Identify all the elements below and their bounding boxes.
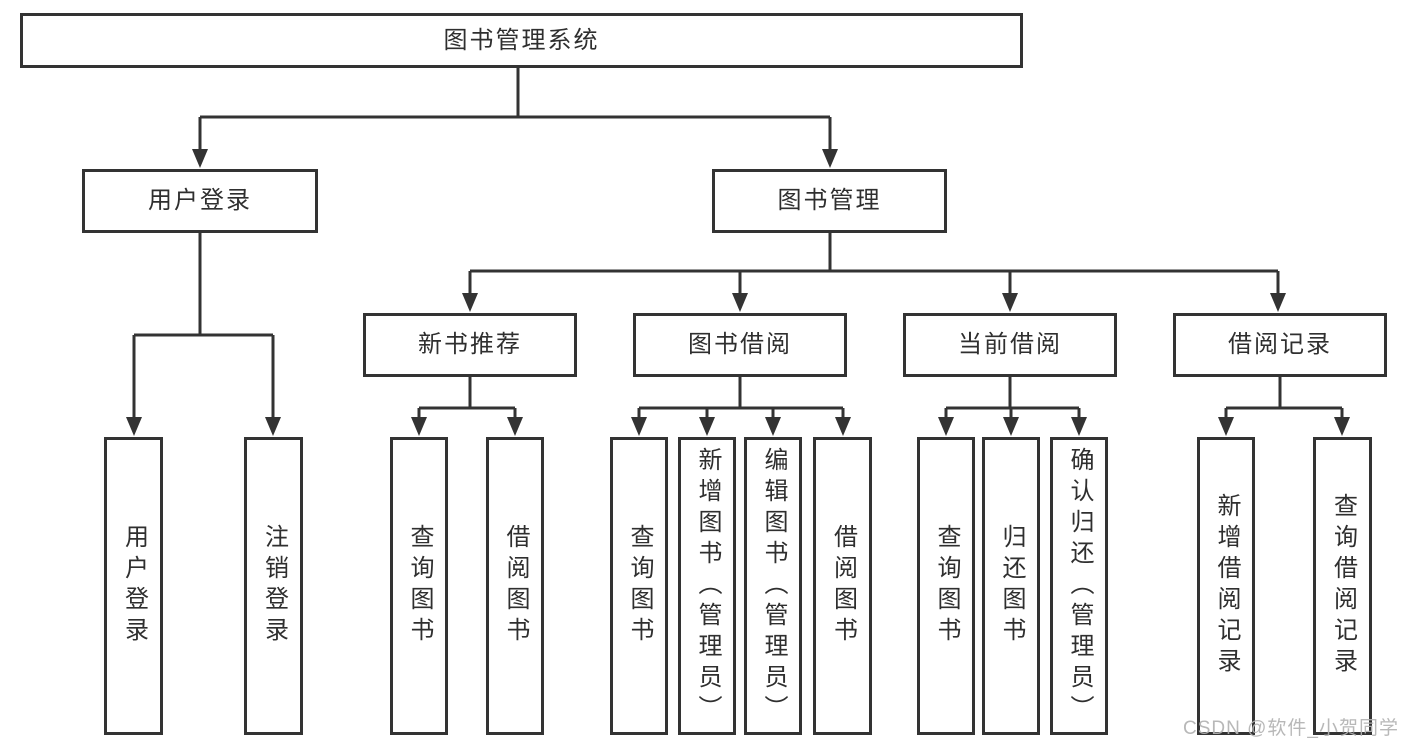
leaf-recommend-query-books: 查询图书 — [390, 437, 448, 735]
leaf-confirm-return-admin: 确认归还（管理员） — [1050, 437, 1108, 735]
csdn-watermark: CSDN @软件_小贺同学 — [1183, 718, 1399, 739]
leaf-add-borrow-record: 新增借阅记录 — [1197, 437, 1255, 735]
arrowheads — [126, 149, 1350, 436]
node-borrow-records: 借阅记录 — [1173, 313, 1387, 377]
leaf-label: 用户登录 — [120, 524, 148, 648]
leaf-add-books-admin: 新增图书（管理员） — [678, 437, 736, 735]
leaf-label: 借阅图书 — [502, 524, 529, 648]
leaf-label: 查询图书 — [626, 524, 653, 648]
leaf-user-login: 用户登录 — [104, 437, 163, 735]
node-user-login-branch: 用户登录 — [82, 169, 318, 233]
leaf-label: 查询图书 — [933, 524, 960, 648]
leaf-logout: 注销登录 — [244, 437, 303, 735]
node-book-borrow: 图书借阅 — [633, 313, 847, 377]
leaf-current-query-books: 查询图书 — [917, 437, 975, 735]
leaf-label: 新增借阅记录 — [1213, 493, 1240, 679]
leaf-label: 查询借阅记录 — [1329, 493, 1357, 679]
leaf-label: 查询图书 — [406, 524, 433, 648]
node-book-management-branch: 图书管理 — [712, 169, 947, 233]
leaf-label: 归还图书 — [998, 524, 1025, 648]
leaf-return-books: 归还图书 — [982, 437, 1040, 735]
node-root-system: 图书管理系统 — [20, 13, 1023, 68]
leaf-label: 注销登录 — [260, 524, 288, 648]
leaf-borrow-books: 借阅图书 — [813, 437, 872, 735]
leaf-label: 借阅图书 — [829, 524, 857, 648]
node-new-book-recommend: 新书推荐 — [363, 313, 577, 377]
leaf-recommend-borrow-books: 借阅图书 — [486, 437, 544, 735]
node-current-borrow: 当前借阅 — [903, 313, 1117, 377]
leaf-borrow-query-books: 查询图书 — [610, 437, 668, 735]
leaf-query-borrow-record: 查询借阅记录 — [1313, 437, 1372, 735]
leaf-label: 确认归还（管理员） — [1066, 446, 1093, 726]
leaf-edit-books-admin: 编辑图书（管理员） — [744, 437, 802, 735]
leaf-label: 编辑图书（管理员） — [760, 446, 787, 726]
leaf-label: 新增图书（管理员） — [694, 446, 721, 726]
